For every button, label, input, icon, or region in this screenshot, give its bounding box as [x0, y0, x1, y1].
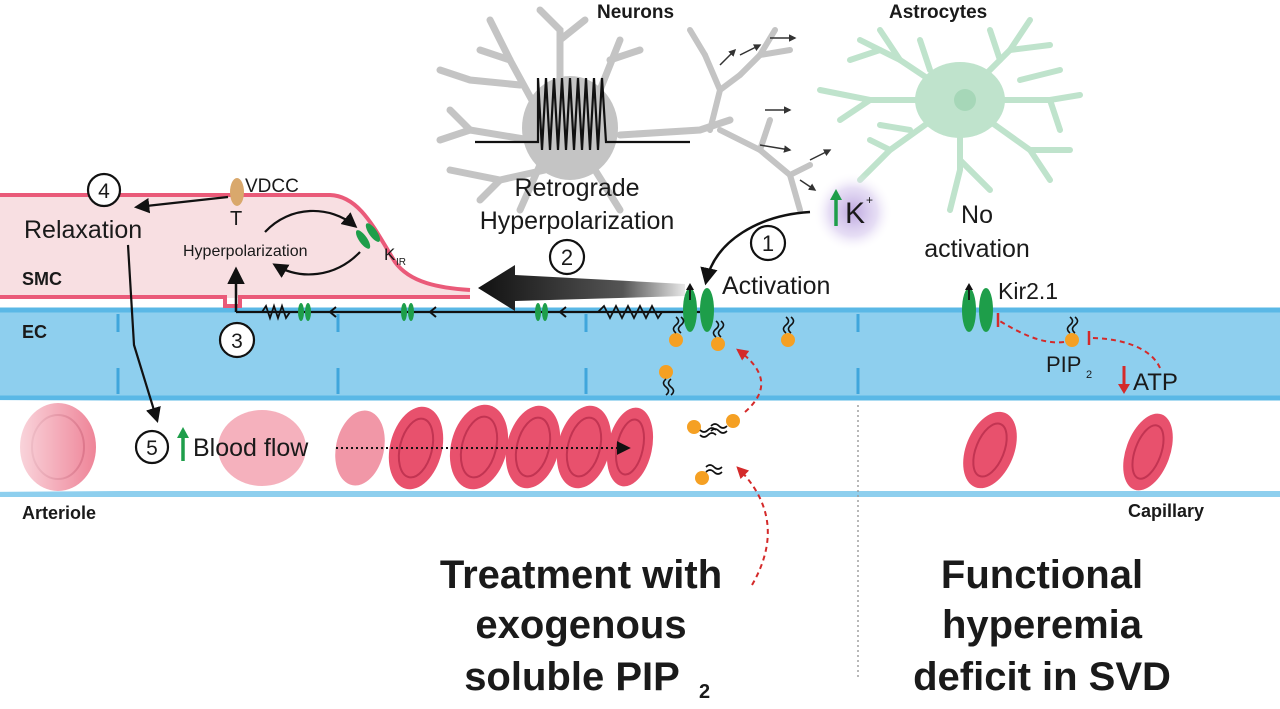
pip2-inhibition-line [997, 319, 1065, 344]
treatment-subscript: 2 [699, 681, 710, 703]
atp-label: ATP [1133, 369, 1178, 396]
deficit-line1: Functional [941, 553, 1143, 597]
ec-chevrons [328, 306, 567, 318]
smc-label: SMC [22, 269, 62, 289]
step-3-number: 3 [231, 330, 243, 353]
smc-upper-edge [0, 193, 471, 292]
atp-down-arrow-icon [1118, 384, 1130, 394]
relaxation-label: Relaxation [24, 216, 142, 244]
treatment-line3: soluble PIP [464, 655, 680, 699]
blood-flow-label: Blood flow [193, 434, 309, 462]
no-activation-line1: No [961, 201, 993, 229]
hyperpolarization-label: Hyperpolarization [183, 243, 308, 260]
pip2-unbound-molecule [1065, 316, 1079, 347]
treatment-line1: Treatment with [440, 553, 722, 597]
k-plus-glow [813, 172, 893, 252]
t-symbol: T [230, 208, 242, 230]
step-4-number: 4 [98, 180, 110, 203]
treatment-line2: exogenous [475, 603, 686, 647]
relaxation-arrow [133, 195, 229, 214]
retrograde-label-line2: Hyperpolarization [480, 207, 675, 235]
step-4-circle [86, 172, 122, 208]
k-plus-superscript: + [866, 193, 873, 207]
exogenous-pip2-molecules [687, 414, 740, 485]
step-3-circle [218, 321, 256, 359]
pip2-subscript: 2 [1086, 369, 1092, 381]
cell-junctions [116, 314, 860, 394]
blood-flow-up-arrow-icon [177, 427, 189, 438]
relaxation-to-flow-arrow [126, 244, 161, 423]
activation-label: Activation [722, 272, 830, 300]
astrocyte-nucleus [954, 89, 976, 111]
kir-label: K [384, 245, 396, 264]
neuron-axon-branches [687, 27, 813, 213]
deficit-line2: hyperemia [942, 603, 1143, 647]
axon-terminal-arrows [719, 34, 832, 191]
rbc-fade-overlay [0, 400, 120, 492]
kir21-inactive-channel-icon [962, 283, 993, 332]
deficit-line3: deficit in SVD [913, 655, 1171, 699]
retrograde-big-arrow [478, 265, 685, 311]
kir-subscript: IR [396, 257, 406, 268]
neurons-label: Neurons [597, 2, 674, 23]
ec-wave-right [597, 303, 663, 321]
step-5-number: 5 [146, 437, 158, 460]
cycle-arrow-lower [272, 251, 361, 278]
step-5-circle [134, 429, 170, 465]
arteriole-label: Arteriole [22, 503, 96, 523]
atp-inhibition-line [1089, 337, 1161, 369]
step-2-circle [548, 238, 586, 276]
kir-smc-channel-icon [355, 223, 381, 249]
kir21-label: Kir2.1 [998, 278, 1058, 304]
ec-wave-left [261, 303, 291, 321]
capillary-label: Capillary [1128, 501, 1204, 521]
step-1-number: 1 [762, 231, 774, 256]
pip2-delivery-arrow-lower [736, 466, 769, 586]
neuron-soma [522, 76, 618, 180]
astrocytes-label: Astrocytes [889, 2, 987, 23]
cycle-arrow-upper [264, 209, 358, 233]
k-activation-arrow [700, 210, 811, 286]
endothelium-band [0, 308, 1280, 400]
pip2-delivery-arrow-upper [736, 348, 763, 413]
k-plus-label: K [845, 197, 865, 230]
ec-small-channels [298, 303, 548, 321]
step-2-number: 2 [561, 245, 573, 270]
no-activation-line2: activation [924, 235, 1030, 263]
vdcc-label: VDCC [245, 176, 299, 197]
kir21-activated-channel-icon [683, 283, 714, 332]
action-potential-trace [475, 77, 690, 151]
k-plus-up-arrow-icon [830, 189, 842, 200]
pip2-bound-molecules [659, 316, 795, 396]
ec-label: EC [22, 322, 47, 342]
smc-lower-edge [0, 295, 470, 308]
vdcc-channel-icon [230, 178, 244, 206]
neuron-soma-dendrites [436, 6, 734, 214]
step-1-circle [749, 224, 787, 262]
retrograde-label-line1: Retrograde [514, 174, 639, 202]
pip2-label: PIP [1046, 352, 1081, 377]
